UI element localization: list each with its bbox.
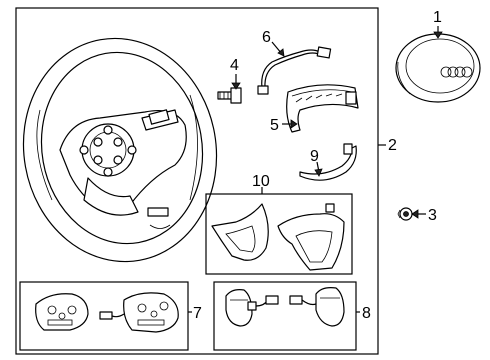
part-8-paddle-left: [225, 289, 257, 327]
part-7-switch-left: [35, 293, 89, 331]
steering-wheel: [22, 37, 218, 263]
part-4-bolt: [217, 87, 242, 104]
callout-9-arrow: [314, 168, 323, 177]
part-1-airbag: [395, 33, 481, 103]
part-10-lower-cover-right: [277, 203, 345, 271]
callout-9: 9: [310, 148, 319, 165]
callout-5-arrow: [290, 119, 298, 129]
callout-10: 10: [252, 173, 270, 190]
audi-rings-logo: [440, 66, 473, 78]
callout-6: 6: [262, 29, 271, 46]
part-7-connector: [99, 311, 125, 320]
callout-4: 4: [230, 57, 239, 74]
main-assembly-frame: [15, 7, 379, 355]
part-3-screw: [397, 207, 413, 221]
part-7-frame: [19, 281, 189, 351]
callout-2: 2: [388, 137, 397, 154]
part-8-paddle-right: [315, 287, 345, 327]
callout-3: 3: [428, 207, 437, 224]
part-5-shroud: [286, 84, 359, 133]
callout-7: 7: [193, 305, 202, 322]
callout-4-arrow: [231, 82, 241, 90]
callout-8: 8: [362, 305, 371, 322]
part-9-trim-strip: [299, 143, 357, 181]
callout-1: 1: [433, 9, 442, 26]
part-10-frame: [205, 193, 353, 275]
callout-3-arrow: [411, 209, 419, 219]
part-10-lower-cover-left: [211, 203, 269, 261]
callout-1-arrow: [433, 31, 443, 39]
part-8-frame: [213, 281, 357, 351]
part-6-wire-harness: [257, 46, 332, 95]
callout-6-arrow: [277, 48, 285, 57]
part-7-switch-right: [123, 292, 179, 333]
part-8-cables: [255, 295, 317, 307]
callout-5: 5: [270, 117, 279, 134]
